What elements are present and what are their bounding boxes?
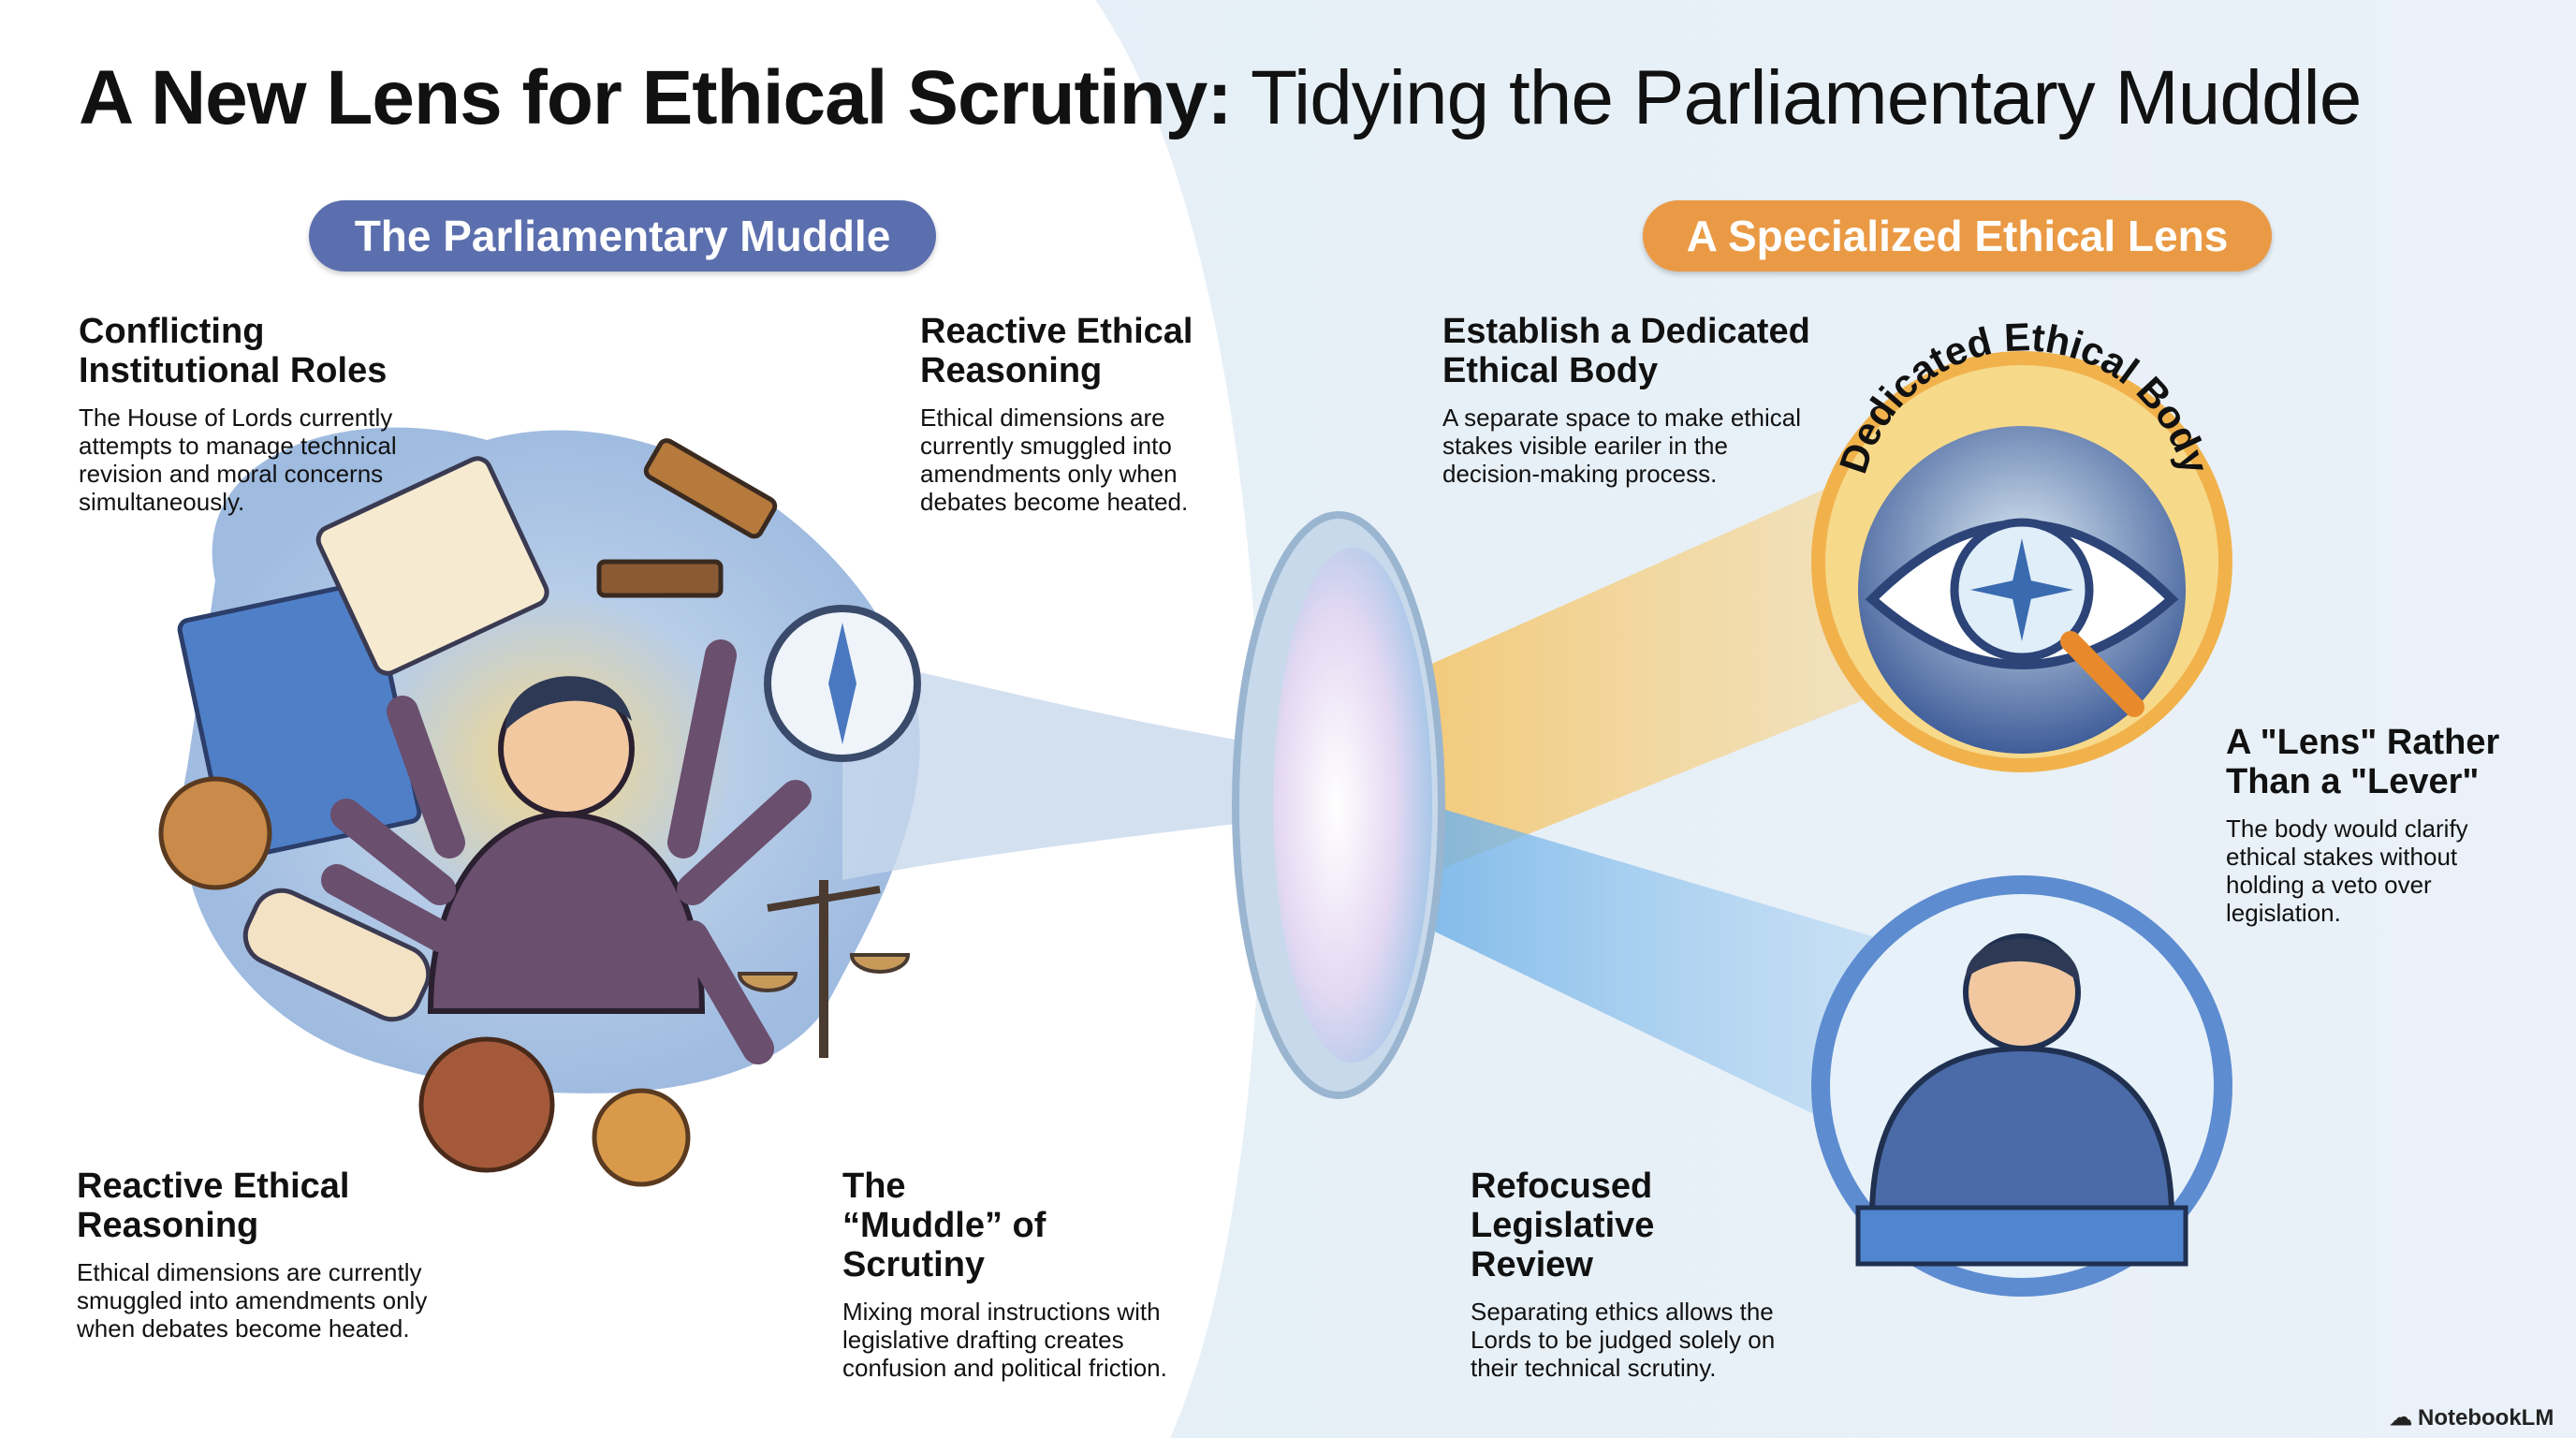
block-heading: Establish a Dedicated Ethical Body (1442, 312, 1810, 390)
muddle-illustration (158, 427, 1236, 1187)
ethical-body-badge: Dedicated Ethical Body (1811, 315, 2232, 772)
blue-beam (1367, 786, 1872, 1142)
lens-icon (1232, 511, 1445, 1099)
refocused-reviewer-illustration (1811, 875, 2232, 1297)
page-title: A New Lens for Ethical Scrutiny: Tidying… (79, 54, 2362, 142)
block-body: The body would clarify ethical stakes wi… (2226, 814, 2468, 927)
block-refocused-review: Refocused Legislative Review Separating … (1471, 1167, 1808, 1382)
section-pill-muddle: The Parliamentary Muddle (309, 200, 936, 271)
brand-label: NotebookLM (2418, 1404, 2554, 1431)
notebooklm-brand: ☁ NotebookLM (2390, 1404, 2554, 1431)
block-establish-body: Establish a Dedicated Ethical Body A sep… (1442, 312, 1817, 488)
block-conflicting-roles: Conflicting Institutional Roles The Hous… (79, 312, 472, 516)
yellow-beam (1367, 468, 1881, 899)
block-heading: A "Lens" Rather Than a "Lever" (2226, 723, 2500, 801)
block-body: Mixing moral instructions with legislati… (842, 1298, 1167, 1382)
block-reactive-top: Reactive Ethical Reasoning Ethical dimen… (920, 312, 1201, 516)
title-bold: A New Lens for Ethical Scrutiny: (79, 55, 1233, 140)
block-body: Ethical dimensions are currently smuggle… (77, 1258, 428, 1343)
block-body: Ethical dimensions are currently smuggle… (920, 404, 1189, 516)
block-body: A separate space to make ethical stakes … (1442, 404, 1802, 488)
block-heading: Reactive Ethical Reasoning (920, 312, 1193, 390)
section-pill-lens: A Specialized Ethical Lens (1643, 200, 2272, 271)
block-heading: Refocused Legislative Review (1471, 1167, 1655, 1284)
block-body: The House of Lords currently attempts to… (79, 404, 397, 516)
block-body: Separating ethics allows the Lords to be… (1471, 1298, 1776, 1382)
block-heading: The “Muddle” of Scrutiny (842, 1167, 1046, 1284)
notebooklm-logo-icon: ☁ (2390, 1405, 2412, 1431)
block-heading: Conflicting Institutional Roles (79, 312, 388, 390)
block-heading: Reactive Ethical Reasoning (77, 1167, 350, 1245)
title-regular: Tidying the Parliamentary Muddle (1231, 55, 2362, 140)
block-muddle-scrutiny: The “Muddle” of Scrutiny Mixing moral in… (842, 1167, 1208, 1382)
block-reactive-bottom: Reactive Ethical Reasoning Ethical dimen… (77, 1167, 470, 1343)
block-lens-not-lever: A "Lens" Rather Than a "Lever" The body … (2226, 723, 2507, 927)
